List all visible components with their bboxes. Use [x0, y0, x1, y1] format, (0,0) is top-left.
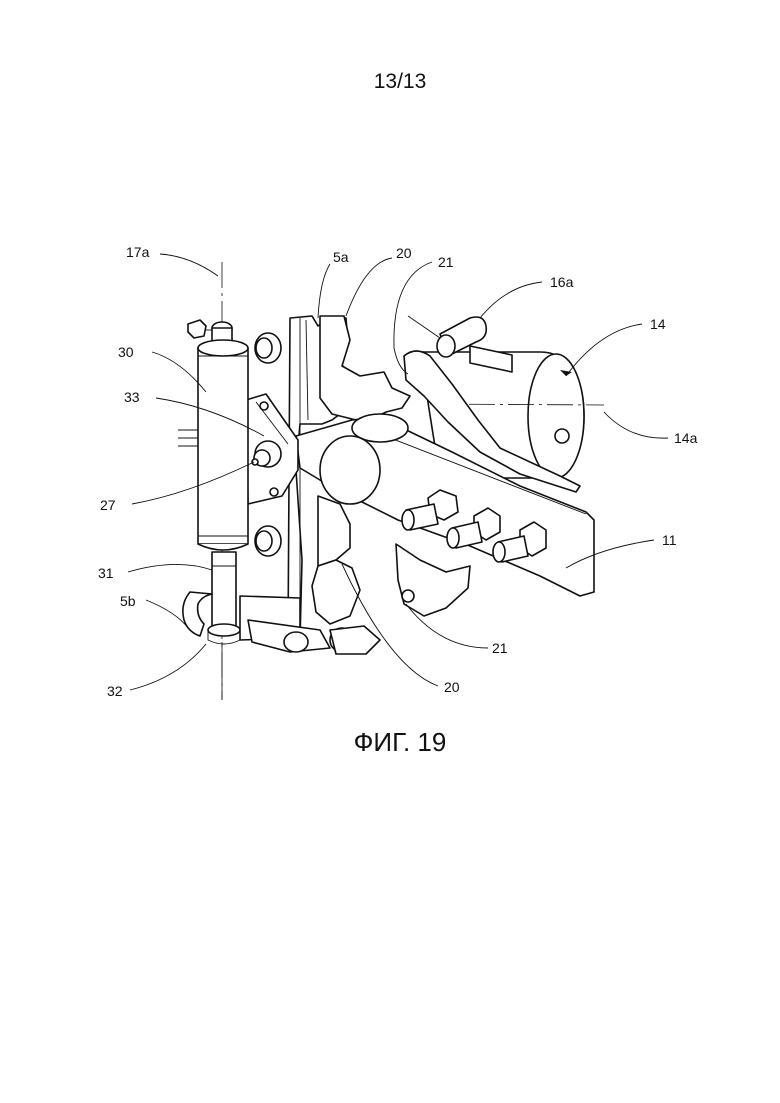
- label-30: 30: [118, 344, 134, 360]
- label-21-top: 21: [438, 254, 454, 270]
- label-14: 14: [650, 316, 666, 332]
- label-32: 32: [107, 683, 123, 699]
- leader-14a: [604, 412, 668, 438]
- label-27: 27: [100, 497, 116, 513]
- label-5a: 5a: [333, 249, 349, 265]
- label-33: 33: [124, 389, 140, 405]
- figure-caption: ФИГ. 19: [0, 727, 780, 758]
- label-31: 31: [98, 565, 114, 581]
- side-tabs: [178, 430, 198, 446]
- leader-31: [128, 564, 212, 572]
- leader-16a: [480, 282, 542, 318]
- label-21-bottom: 21: [492, 640, 508, 656]
- label-17a: 17a: [126, 244, 150, 260]
- drawing-body: [178, 262, 604, 700]
- label-20-top: 20: [396, 245, 412, 261]
- label-11: 11: [662, 532, 677, 548]
- leader-5a: [318, 264, 330, 318]
- leader-32: [130, 644, 206, 690]
- label-16a: 16a: [550, 274, 574, 290]
- label-5b: 5b: [120, 593, 136, 609]
- label-20-bottom: 20: [444, 679, 460, 695]
- piston-rod-31: [212, 552, 236, 628]
- leader-20-top: [346, 258, 392, 316]
- cylinder-30: [198, 340, 248, 550]
- leader-5b: [146, 600, 188, 628]
- label-14a: 14a: [674, 430, 698, 446]
- foot-32: [208, 624, 240, 644]
- leader-17a: [160, 254, 218, 276]
- leader-14: [566, 324, 642, 376]
